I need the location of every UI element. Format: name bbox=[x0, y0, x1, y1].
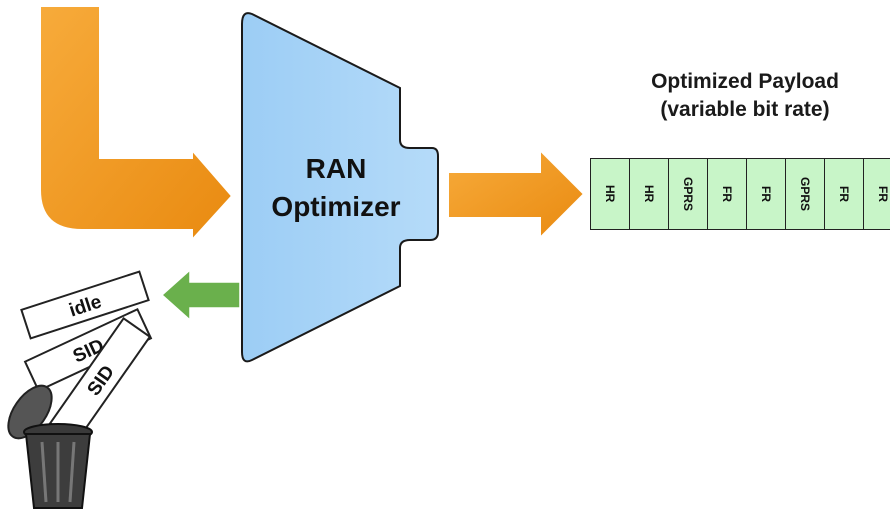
payload-cell: FR bbox=[707, 158, 746, 230]
payload-cell-label: FR bbox=[759, 186, 773, 202]
payload-title-line1: Optimized Payload bbox=[651, 70, 839, 93]
optimizer-label-line2: Optimizer bbox=[271, 191, 400, 222]
payload-cell: GPRS bbox=[668, 158, 707, 230]
payload-cell-label: FR bbox=[837, 186, 851, 202]
payload-cell: GPRS bbox=[785, 158, 824, 230]
payload-title: Optimized Payload (variable bit rate) bbox=[600, 68, 890, 124]
discarded-frame-sid-2: SID bbox=[48, 317, 152, 443]
payload-cell-label: FR bbox=[876, 186, 890, 202]
payload-cell: HR bbox=[590, 158, 629, 230]
ran-optimizer-block: RAN Optimizer bbox=[241, 12, 439, 363]
discard-arrow bbox=[160, 268, 241, 322]
payload-cell-label: GPRS bbox=[798, 176, 812, 211]
payload-cell-label: HR bbox=[642, 185, 656, 203]
input-arrow bbox=[39, 5, 234, 243]
payload-cell: FR bbox=[863, 158, 890, 230]
trash-can-icon bbox=[7, 384, 93, 509]
payload-cell: HR bbox=[629, 158, 668, 230]
payload-cell: FR bbox=[824, 158, 863, 230]
payload-title-line2: (variable bit rate) bbox=[660, 98, 830, 121]
payload-cell-label: GPRS bbox=[681, 176, 695, 211]
payload-cell: FR bbox=[746, 158, 785, 230]
output-arrow bbox=[447, 147, 586, 241]
optimized-payload-strip: HR HR GPRS FR FR GPRS FR FR bbox=[590, 158, 890, 230]
discarded-frame-idle: idle bbox=[20, 270, 150, 340]
payload-cell-label: HR bbox=[603, 185, 617, 203]
discarded-frames: idle SID SID bbox=[20, 270, 153, 443]
optimizer-label-line1: RAN bbox=[306, 153, 367, 184]
payload-cell-label: FR bbox=[720, 186, 734, 202]
